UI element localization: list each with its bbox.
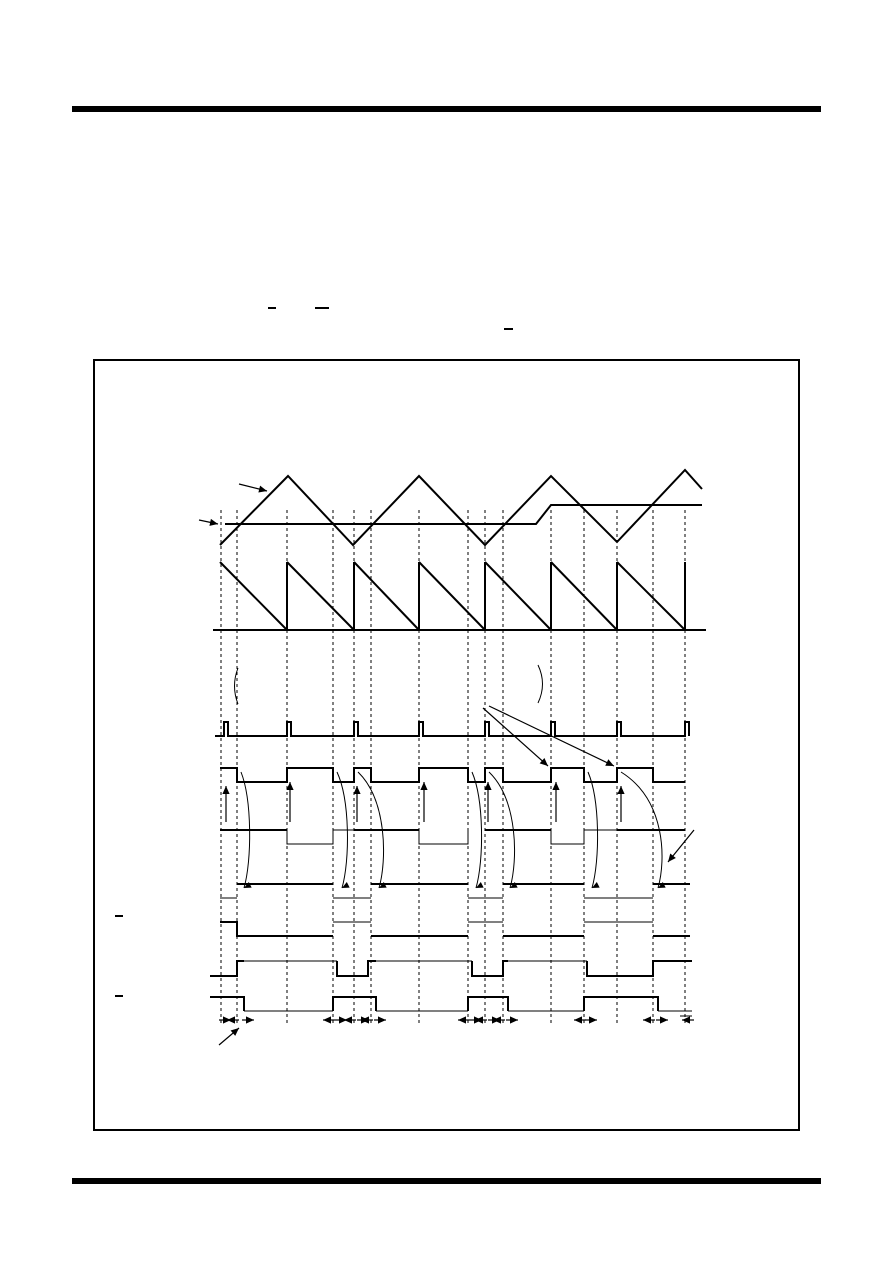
pulse-label-arrow-2 xyxy=(488,705,615,767)
delay-curve-head xyxy=(244,882,252,888)
pulse-label-arrow-2-head xyxy=(605,759,614,766)
reference-level-line xyxy=(225,504,702,525)
sawtooth-ramp xyxy=(418,561,486,631)
set-arrow-head xyxy=(222,786,230,794)
sawtooth-ramp xyxy=(286,561,355,631)
deadtime-label-arrow-head xyxy=(230,1028,239,1036)
signal-6-trace-c xyxy=(332,996,377,1011)
signal-2-trace-f xyxy=(550,829,617,845)
signal-6-trace-g xyxy=(583,996,659,1011)
deadtime-arrow-left-head xyxy=(493,1016,501,1024)
delay-curve-head xyxy=(510,882,518,888)
set-arrow-head xyxy=(552,782,560,790)
deadtime-arrow-left-head xyxy=(227,1016,235,1024)
delay-curve-head xyxy=(379,882,387,888)
signal-5-trace-a xyxy=(210,960,244,977)
deadtime-arrow-right-head xyxy=(339,1016,347,1024)
deadtime-arrow-left-head xyxy=(361,1016,369,1024)
text-overbar-1 xyxy=(268,307,276,309)
signal-2-trace-d xyxy=(418,830,469,845)
signal-4-trace-a xyxy=(220,921,333,937)
set-arrow-head xyxy=(484,782,492,790)
signal-6-trace-a xyxy=(210,996,245,1011)
delay-curve-head xyxy=(592,882,600,888)
signal-1-trace xyxy=(220,767,685,783)
arrowheads xyxy=(209,485,690,1036)
triangle-carrier-wave xyxy=(219,468,703,547)
deadtime-arrow-right-head xyxy=(246,1016,254,1024)
deadtime-arrow-left-head xyxy=(643,1016,651,1024)
deadtime-arrow-left-head xyxy=(682,1016,690,1024)
sawtooth-ramp xyxy=(353,561,420,631)
set-arrow-head xyxy=(617,786,625,794)
set-arrow-head xyxy=(286,782,294,790)
reference-label-arrow-head xyxy=(209,518,218,526)
brace-right xyxy=(537,664,543,704)
brace-left xyxy=(234,667,239,705)
deadtime-arrow-right-head xyxy=(589,1016,597,1024)
compare-match-pulses xyxy=(215,721,690,737)
delay-curve-head xyxy=(658,882,666,888)
thick-traces xyxy=(115,468,706,1011)
deadtime-arrow-right-head xyxy=(660,1016,668,1024)
signal-6-trace-e xyxy=(467,996,509,1011)
text-overbar-2 xyxy=(315,307,329,309)
signal-5-trace-c xyxy=(336,960,376,977)
text-overbar-3 xyxy=(504,328,513,330)
sawtooth-ramp xyxy=(484,561,552,631)
figure-frame xyxy=(93,359,800,1131)
thin-traces xyxy=(220,664,692,1017)
sawtooth-ramp xyxy=(616,561,686,631)
deadtime-arrow-right-head xyxy=(510,1016,518,1024)
signal-2-trace-b xyxy=(286,829,354,845)
sawtooth-ramp xyxy=(550,561,618,631)
deadtime-arrow-left-head xyxy=(475,1016,483,1024)
deadtime-arrow-left-head xyxy=(458,1016,466,1024)
set-arrow-head xyxy=(420,782,428,790)
set-arrow-head xyxy=(353,786,361,794)
header-rule xyxy=(72,106,821,112)
deadtime-arrow-left-head xyxy=(574,1016,582,1024)
pulse-label-arrow-1 xyxy=(482,707,549,767)
pulse-label-arrow-1-head xyxy=(539,757,548,766)
carrier-label-arrow-head xyxy=(258,485,267,493)
signal-5-trace-e xyxy=(471,960,508,977)
delay-curve xyxy=(471,771,483,889)
deadtime-arrow-left-head xyxy=(344,1016,352,1024)
sawtooth-ramp xyxy=(219,561,288,631)
deadtime-arrow-left-head xyxy=(323,1016,331,1024)
deadtime-arrow-right-head xyxy=(378,1016,386,1024)
delay-curve-head xyxy=(342,882,350,888)
delay-curve-head xyxy=(476,882,484,888)
footer-rule xyxy=(72,1178,821,1184)
signal-5-trace-g xyxy=(586,960,692,977)
signal-label-arrow-head xyxy=(668,853,676,862)
